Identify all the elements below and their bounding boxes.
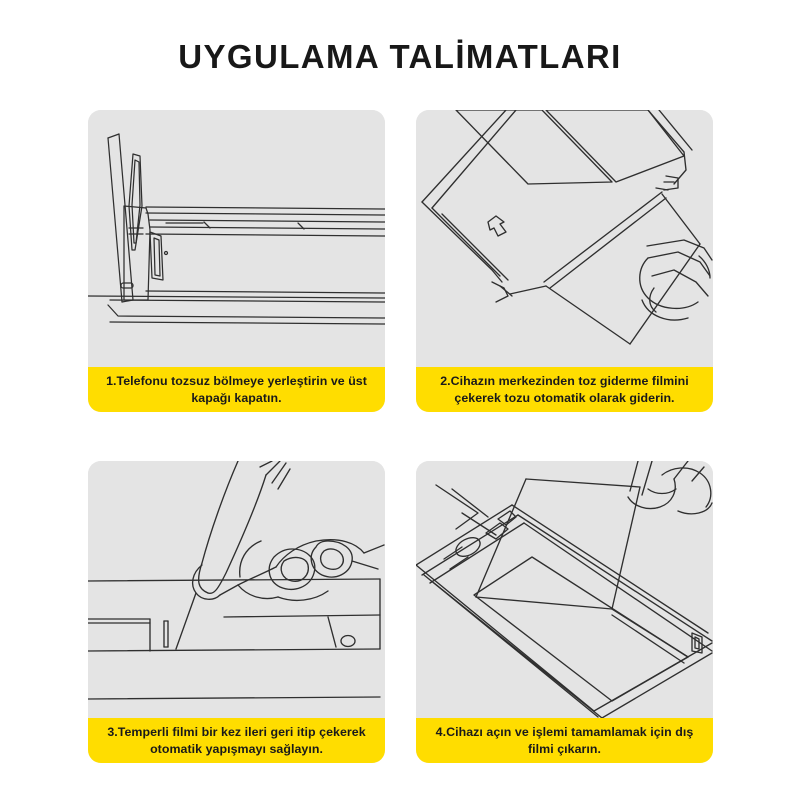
step-panel-4: 4.Cihazı açın ve işlemi tamamlamak için …	[416, 461, 713, 763]
step-4-caption: 4.Cihazı açın ve işlemi tamamlamak için …	[416, 718, 713, 763]
hand-peeling-outer-film-icon	[416, 461, 713, 718]
step-panel-3: 3.Temperli filmi bir kez ileri geri itip…	[88, 461, 385, 763]
device-open-lid-side-view-icon	[88, 133, 385, 325]
step-1-illustration	[88, 110, 385, 367]
step-panel-1: 1.Telefonu tozsuz bölmeye yerleştirin ve…	[88, 110, 385, 412]
hand-pulling-dust-removal-film-icon	[421, 110, 713, 345]
page-title: UYGULAMA TALİMATLARI	[178, 38, 622, 75]
step-1-caption: 1.Telefonu tozsuz bölmeye yerleştirin ve…	[88, 367, 385, 412]
hand-sliding-tempered-film-icon	[88, 461, 385, 700]
step-2-illustration	[416, 110, 713, 367]
step-3-caption: 3.Temperli filmi bir kez ileri geri itip…	[88, 718, 385, 763]
step-3-illustration	[88, 461, 385, 718]
step-panel-2: 2.Cihazın merkezinden toz giderme filmin…	[416, 110, 713, 412]
steps-grid: 1.Telefonu tozsuz bölmeye yerleştirin ve…	[88, 110, 713, 763]
step-4-illustration	[416, 461, 713, 718]
step-2-caption: 2.Cihazın merkezinden toz giderme filmin…	[416, 367, 713, 412]
